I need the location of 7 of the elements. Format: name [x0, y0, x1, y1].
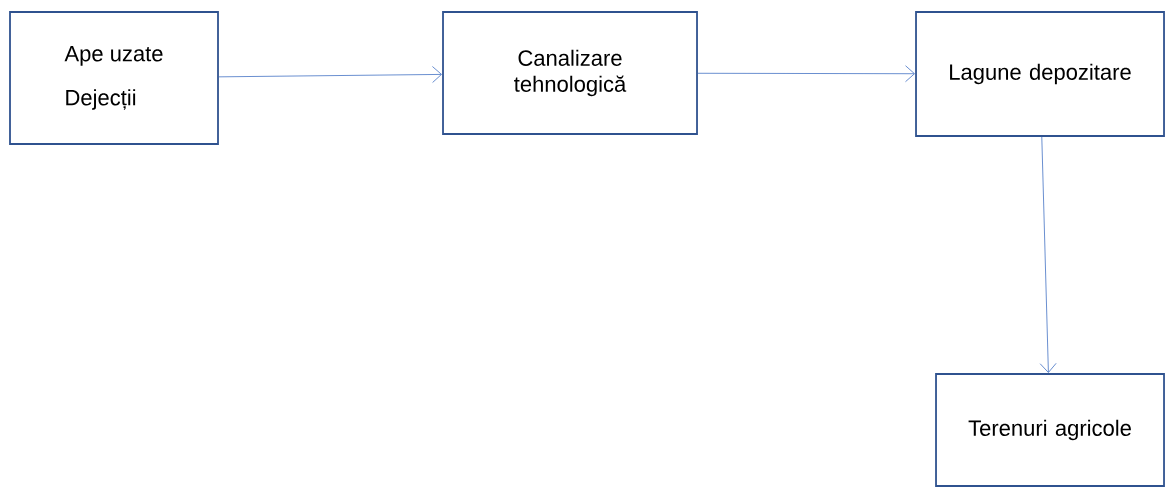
- process-box: Ape uzate Dejecții: [9, 11, 219, 145]
- arrow: [1039, 136, 1057, 373]
- process-box: Canalizare tehnologică: [442, 11, 698, 135]
- arrow: [697, 65, 915, 83]
- process-box: Terenuri agricole: [935, 373, 1165, 487]
- arrow: [218, 66, 442, 83]
- process-box: Lagune depozitare: [915, 11, 1165, 137]
